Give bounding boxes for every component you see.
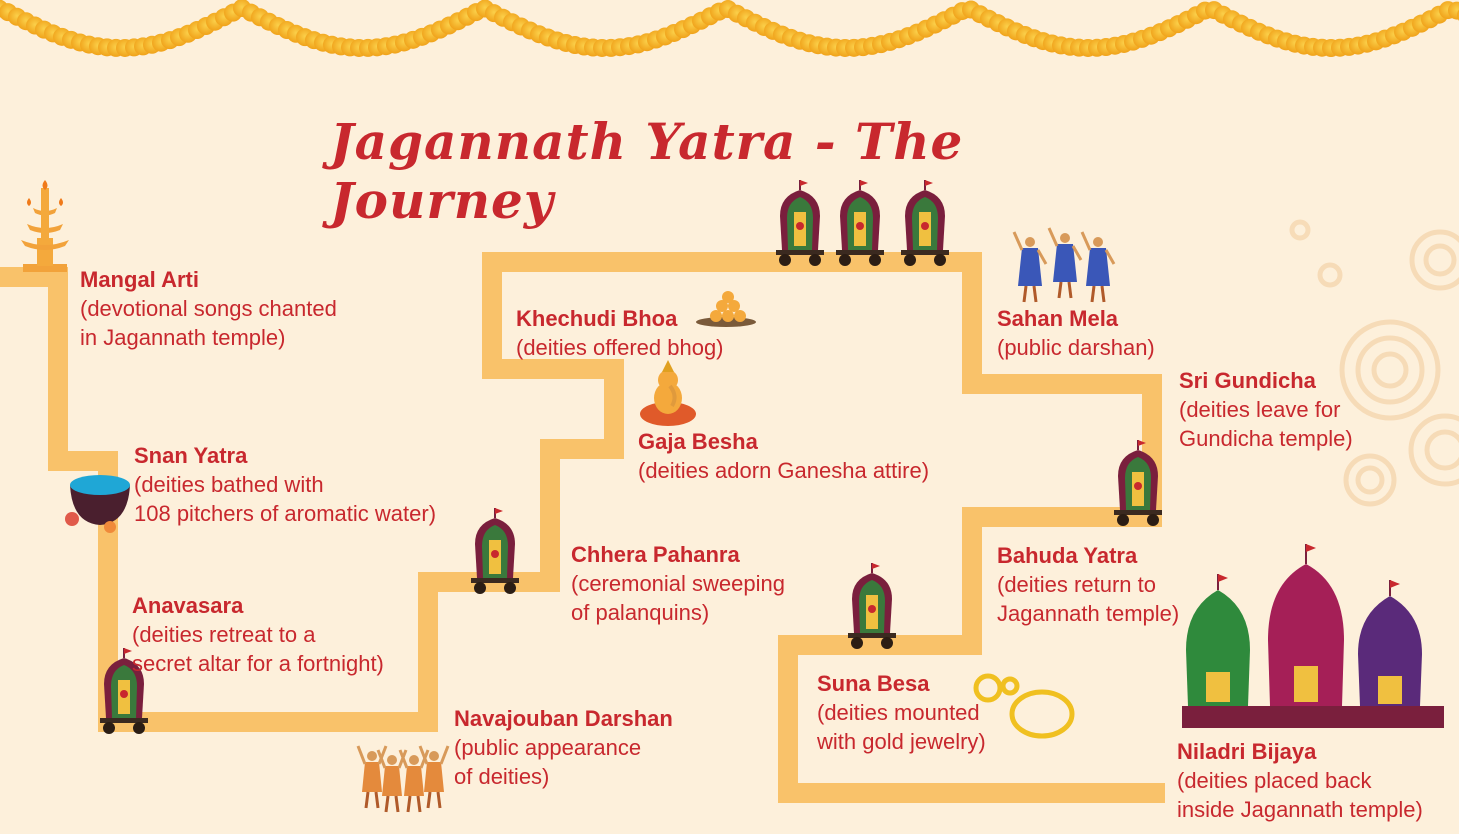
step-description: (public appearance of deities) (454, 735, 642, 789)
step-sri-gundicha: Sri Gundicha (deities leave for Gundicha… (1179, 366, 1353, 453)
chariot-icon (470, 507, 520, 595)
step-bahuda-yatra: Bahuda Yatra (deities return to Jagannat… (997, 541, 1179, 628)
step-name: Navajouban Darshan (454, 706, 673, 731)
step-description: (deities placed back inside Jagannath te… (1177, 768, 1423, 822)
step-name: Khechudi Bhoa (516, 306, 678, 331)
marigold-flower (1448, 1, 1459, 20)
step-name: Gaja Besha (638, 429, 758, 454)
step-sahan-mela: Sahan Mela (public darshan) (997, 304, 1155, 362)
step-khechudi-bhoa: Khechudi Bhoa (deities offered bhog) (516, 304, 724, 362)
ganesha-icon (640, 360, 696, 426)
step-description: (deities adorn Ganesha attire) (638, 458, 930, 483)
step-description: (deities offered bhog) (516, 335, 724, 360)
step-name: Sahan Mela (997, 306, 1119, 331)
step-anavasara: Anavasara (deities retreat to a secret a… (132, 591, 384, 678)
step-description: (deities bathed with 108 pitchers of aro… (134, 472, 437, 526)
journey-path (0, 252, 1165, 803)
step-mangal-arti: Mangal Arti (devotional songs chanted in… (80, 265, 337, 352)
chariot-icon (847, 562, 897, 650)
step-description: (public darshan) (997, 335, 1155, 360)
step-name: Suna Besa (817, 671, 930, 696)
lamp-icon (21, 180, 69, 272)
step-description: (ceremonial sweeping of palanquins) (571, 571, 785, 625)
page-title: Jagannath Yatra - The Journey (330, 112, 964, 230)
swirl-decoration (1289, 219, 1459, 507)
step-name: Mangal Arti (80, 267, 199, 292)
step-navajouban-darshan: Navajouban Darshan (public appearance of… (454, 704, 673, 791)
step-name: Sri Gundicha (1179, 368, 1316, 393)
step-niladri-bijaya: Niladri Bijaya (deities placed back insi… (1177, 737, 1423, 824)
step-name: Anavasara (132, 593, 244, 618)
step-description: (deities return to Jagannath temple) (997, 572, 1180, 626)
step-name: Bahuda Yatra (997, 543, 1138, 568)
step-name: Niladri Bijaya (1177, 739, 1317, 764)
step-description: (deities mounted with gold jewelry) (817, 700, 986, 754)
step-description: (deities leave for Gundicha temple) (1179, 397, 1353, 451)
marigold-garland-decoration (0, 0, 1459, 57)
step-name: Snan Yatra (134, 443, 248, 468)
step-description: (deities retreat to a secret altar for a… (132, 622, 384, 676)
step-name: Chhera Pahanra (571, 542, 740, 567)
step-description: (devotional songs chanted in Jagannath t… (80, 296, 337, 350)
dancers-icon (1012, 226, 1116, 304)
step-snan-yatra: Snan Yatra (deities bathed with 108 pitc… (134, 441, 436, 528)
gold-jewelry-icon (973, 673, 1075, 739)
temple-icon (1182, 544, 1444, 728)
sweets-plate-icon (696, 291, 756, 327)
step-chhera-pahanra: Chhera Pahanra (ceremonial sweeping of p… (571, 540, 785, 627)
step-gaja-besha: Gaja Besha (deities adorn Ganesha attire… (638, 427, 929, 485)
step-suna-besa: Suna Besa (deities mounted with gold jew… (817, 669, 986, 756)
devotees-icon (356, 744, 450, 814)
bowl-icon (65, 475, 130, 533)
